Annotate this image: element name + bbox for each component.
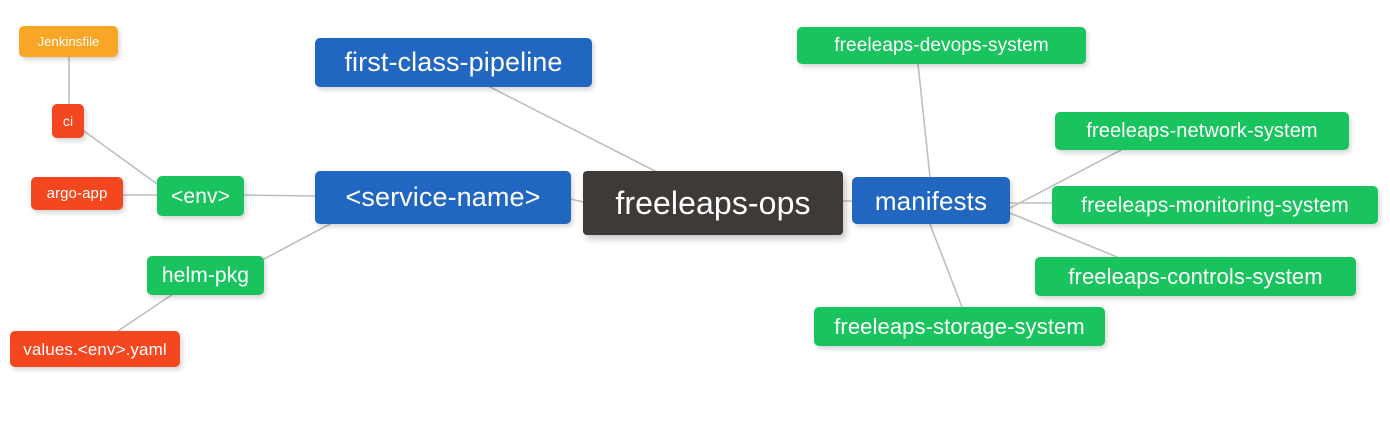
edge-first-class-pipeline-to-freeleaps-ops (489, 86, 656, 172)
edge-manifests-to-devops-system (917, 63, 931, 178)
mindmap-node-devops-system[interactable]: freeleaps-devops-system (797, 27, 1086, 64)
edge-service-name-to-helm-pkg (263, 223, 331, 260)
mindmap-node-monitoring-system[interactable]: freeleaps-monitoring-system (1052, 186, 1378, 224)
mindmap-node-label: freeleaps-devops-system (834, 35, 1049, 56)
mindmap-node-label: argo-app (46, 185, 108, 202)
mindmap-node-label: first-class-pipeline (344, 47, 563, 77)
edge-manifests-to-storage-system (929, 223, 963, 308)
edge-env-to-service-name (243, 194, 316, 197)
mindmap-node-helm-pkg[interactable]: helm-pkg (147, 256, 264, 295)
mindmap-node-ci[interactable]: ci (52, 104, 84, 138)
mindmap-node-manifests[interactable]: manifests (852, 177, 1010, 224)
mindmap-node-network-system[interactable]: freeleaps-network-system (1055, 112, 1349, 150)
edge-helm-pkg-to-values-yaml (117, 293, 174, 332)
mindmap-node-label: freeleaps-storage-system (834, 313, 1085, 339)
mindmap-node-argo-app[interactable]: argo-app (31, 177, 123, 210)
mindmap-node-env[interactable]: <env> (157, 176, 244, 216)
mindmap-node-label: freeleaps-monitoring-system (1081, 193, 1349, 217)
mindmap-node-label: manifests (874, 185, 988, 216)
mindmap-node-first-class-pipeline[interactable]: first-class-pipeline (315, 38, 592, 87)
mindmap-node-freeleaps-ops[interactable]: freeleaps-ops (583, 171, 843, 235)
mindmap-node-storage-system[interactable]: freeleaps-storage-system (814, 307, 1105, 346)
mindmap-node-jenkinsfile[interactable]: Jenkinsfile (19, 26, 118, 57)
mindmap-node-label: <env> (171, 184, 230, 208)
mindmap-node-label: <service-name> (345, 182, 541, 212)
mindmap-node-label: freeleaps-controls-system (1068, 263, 1323, 289)
mindmap-node-label: ci (62, 113, 74, 129)
mindmap-node-label: Jenkinsfile (37, 34, 100, 49)
mindmap-node-label: freeleaps-network-system (1086, 120, 1318, 142)
mindmap-node-service-name[interactable]: <service-name> (315, 171, 571, 224)
edge-service-name-to-freeleaps-ops (570, 198, 584, 203)
mindmap-node-controls-system[interactable]: freeleaps-controls-system (1035, 257, 1356, 296)
mindmap-node-label: values.<env>.yaml (23, 339, 167, 359)
mindmap-node-label: helm-pkg (161, 264, 250, 287)
mindmap-node-label: freeleaps-ops (615, 185, 811, 221)
mindmap-node-values-yaml[interactable]: values.<env>.yaml (10, 331, 180, 367)
